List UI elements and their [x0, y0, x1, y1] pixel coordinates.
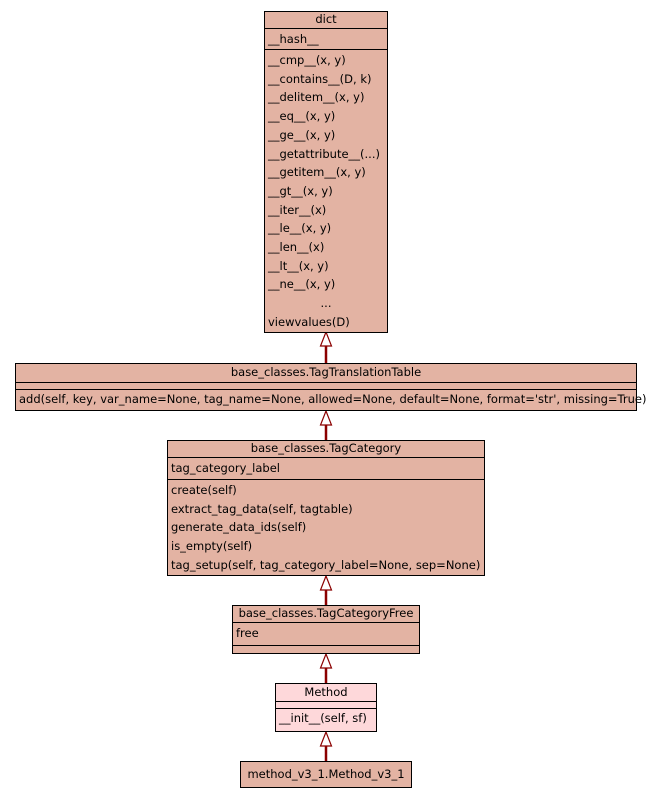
method: __delitem__(x, y): [268, 90, 365, 105]
method: __lt__(x, y): [268, 258, 329, 273]
method: __eq__(x, y): [268, 109, 336, 124]
class-title: Method: [276, 684, 376, 702]
method: extract_tag_data(self, tagtable): [171, 501, 353, 516]
method: create(self): [171, 483, 237, 497]
class-title: base_classes.TagCategory: [168, 441, 484, 458]
method: __ne__(x, y): [268, 277, 336, 292]
ellipsis: ...: [320, 296, 332, 311]
method: generate_data_ids(self): [171, 520, 307, 535]
method: __ge__(x, y): [268, 127, 336, 142]
method: __init__(self, sf): [279, 711, 367, 725]
method: __contains__(D, k): [268, 71, 372, 86]
method: __len__(x): [268, 240, 325, 255]
methods-section: __init__(self, sf): [276, 709, 376, 728]
method: tag_setup(self, tag_category_label=None,…: [171, 557, 481, 572]
methods-section: create(self) extract_tag_data(self, tagt…: [168, 480, 484, 575]
methods-section: __cmp__(x, y) __contains__(D, k) __delit…: [265, 50, 387, 332]
class-method[interactable]: Method __init__(self, sf): [275, 683, 377, 732]
attributes-section: __hash__: [265, 29, 387, 50]
class-dict[interactable]: dict __hash__ __cmp__(x, y) __contains__…: [264, 11, 388, 333]
inheritance-arrowhead: [319, 409, 333, 426]
methods-section: add(self, key, var_name=None, tag_name=N…: [16, 390, 647, 409]
method: add(self, key, var_name=None, tag_name=N…: [19, 392, 647, 406]
inheritance-arrowhead: [319, 574, 333, 591]
attributes-section: [16, 383, 636, 390]
method: viewvalues(D): [268, 314, 350, 329]
method: __getattribute__(...): [268, 146, 380, 161]
attributes-section: tag_category_label: [168, 458, 484, 480]
attribute: free: [236, 626, 259, 640]
inheritance-arrowhead: [319, 652, 333, 669]
class-title: method_v3_1.Method_v3_1: [247, 767, 405, 781]
method: __getitem__(x, y): [268, 165, 366, 180]
attributes-section: [276, 702, 376, 709]
method: __gt__(x, y): [268, 183, 333, 198]
methods-section: [233, 646, 419, 652]
class-tag-category[interactable]: base_classes.TagCategory tag_category_la…: [167, 440, 485, 576]
attribute: __hash__: [268, 32, 319, 46]
method: is_empty(self): [171, 539, 253, 554]
class-title: dict: [265, 12, 387, 29]
class-tag-category-free[interactable]: base_classes.TagCategoryFree free: [232, 605, 420, 654]
class-title: base_classes.TagCategoryFree: [233, 606, 419, 623]
method: __le__(x, y): [268, 221, 332, 236]
method: __iter__(x): [268, 202, 327, 217]
class-title: base_classes.TagTranslationTable: [16, 364, 636, 383]
class-method-v3-1[interactable]: method_v3_1.Method_v3_1: [240, 761, 412, 788]
attribute: tag_category_label: [171, 461, 280, 475]
class-tag-translation-table[interactable]: base_classes.TagTranslationTable add(sel…: [15, 363, 647, 411]
inheritance-arrowhead: [319, 730, 333, 747]
method: __cmp__(x, y): [268, 53, 346, 67]
attributes-section: free: [233, 623, 419, 646]
inheritance-arrowhead: [319, 330, 333, 347]
